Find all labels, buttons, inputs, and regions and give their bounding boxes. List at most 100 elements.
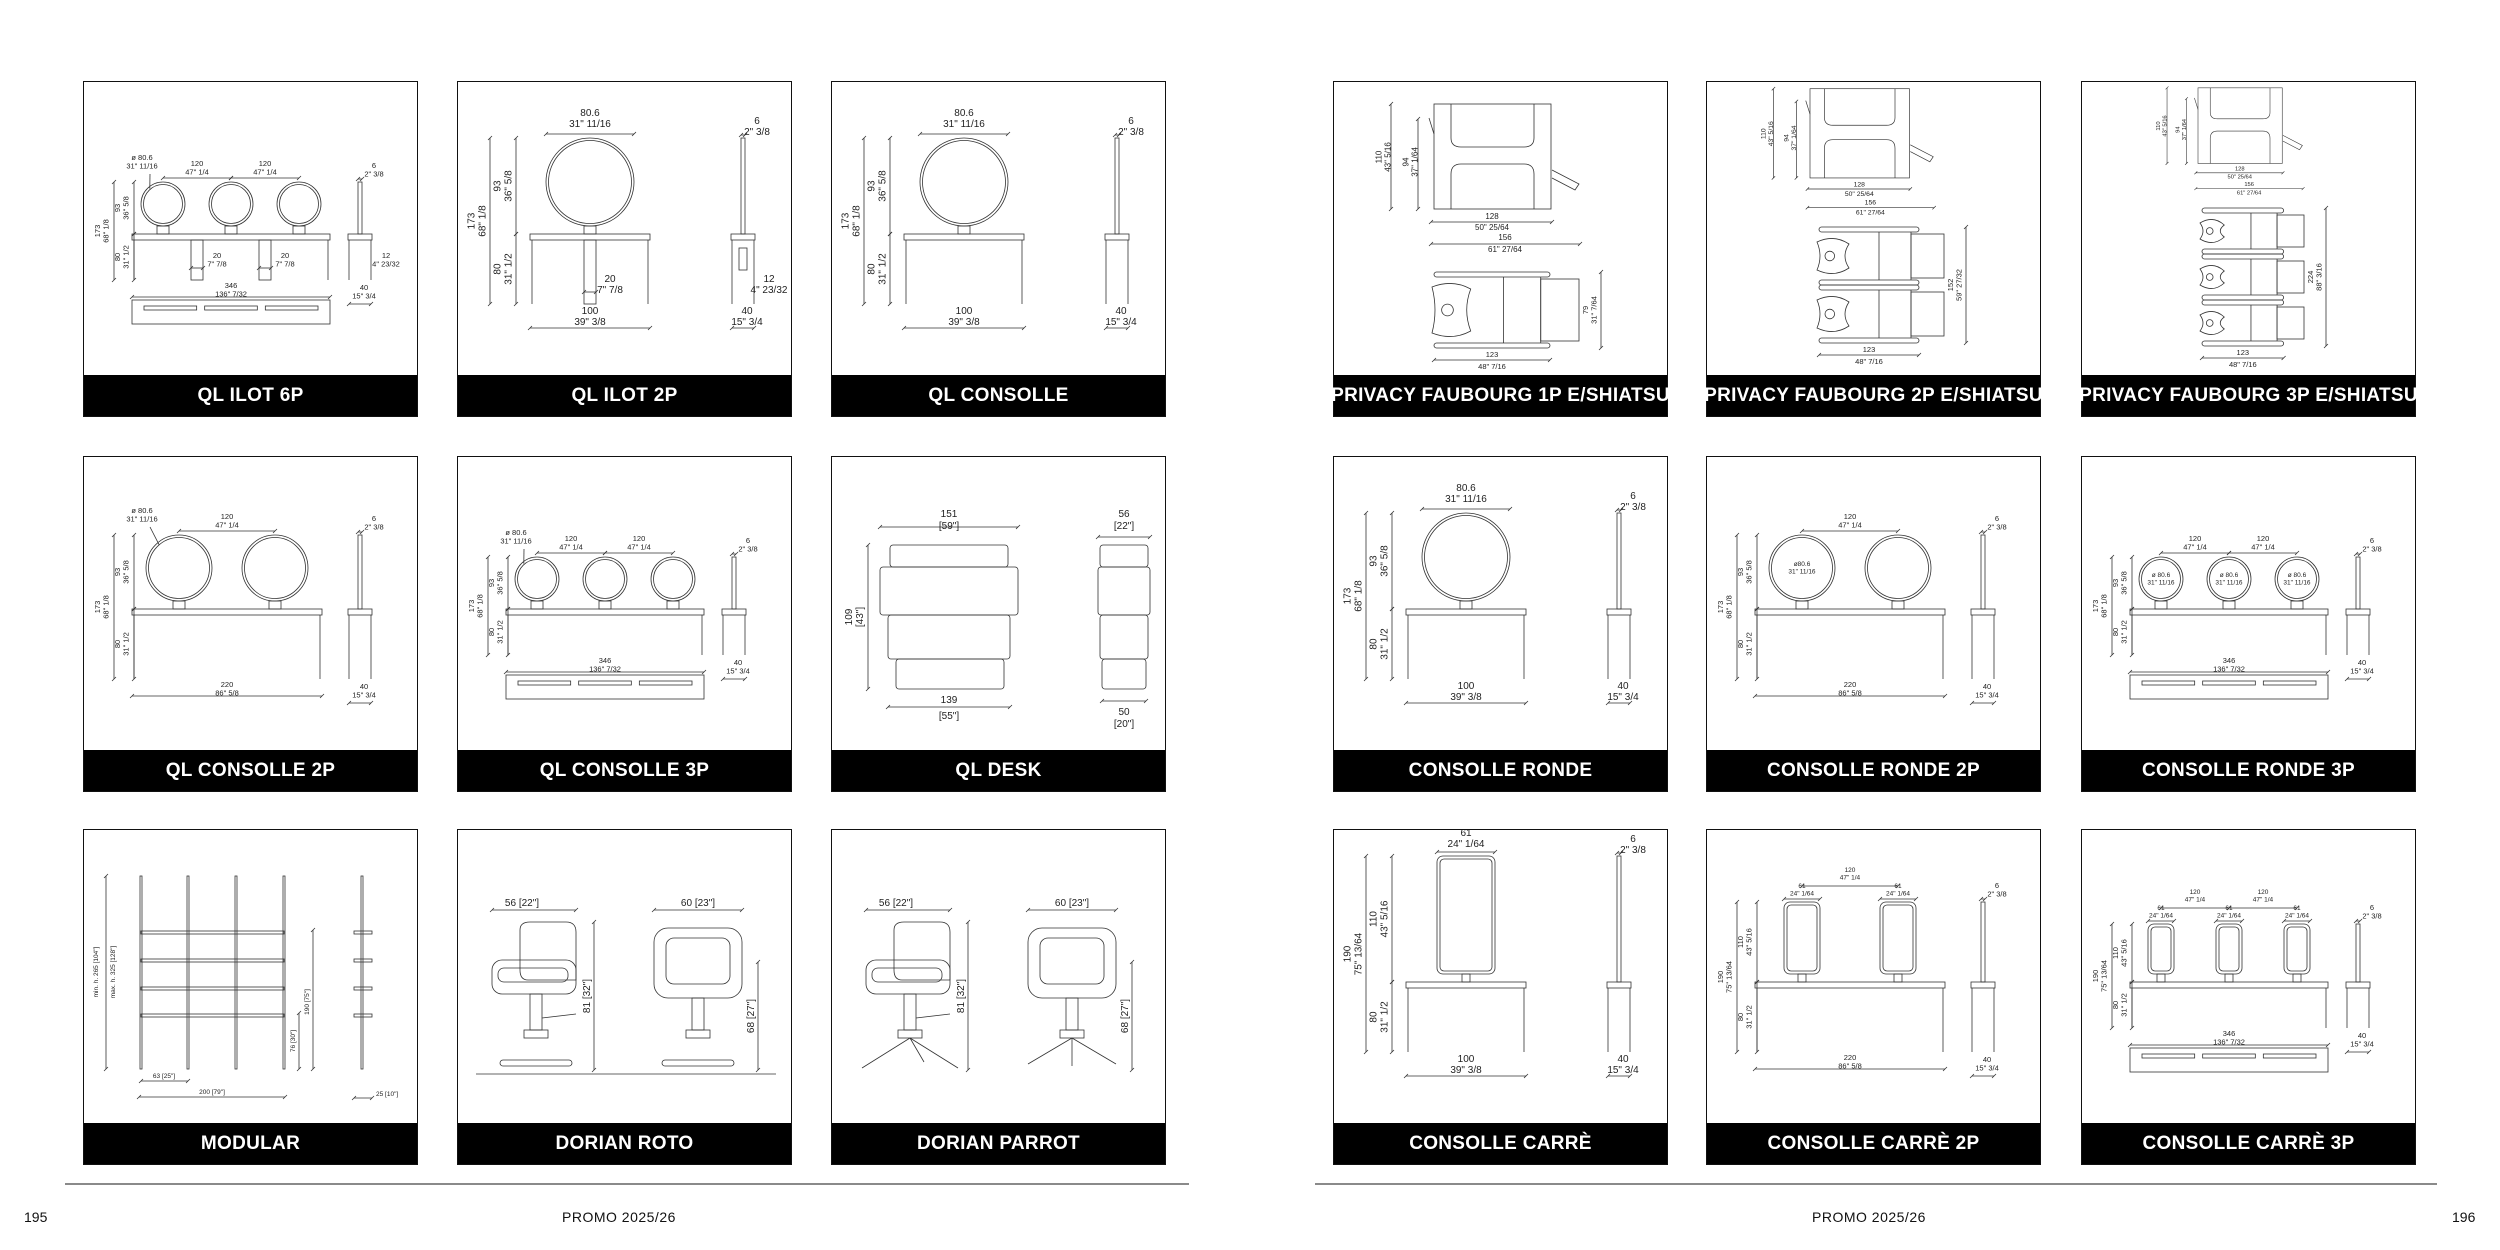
dimension-tick <box>1978 529 1984 535</box>
product-title: CONSOLLE RONDE 3P <box>2082 750 2415 791</box>
mirror-support <box>1459 600 1473 610</box>
dimension-label: 20 <box>281 251 289 260</box>
dimension-label: 68" 1/8 <box>2099 594 2108 618</box>
wash-basin <box>1431 283 1472 337</box>
side-table-top <box>721 608 747 616</box>
dimension-label: 36" 5/8 <box>495 571 504 595</box>
dimension-tick <box>2165 161 2169 166</box>
dimension-label: 15" 3/4 <box>352 691 376 700</box>
dimension-label: 123 <box>2237 348 2250 357</box>
dimension-tick <box>103 1066 109 1072</box>
side-mirror-post <box>1114 137 1120 235</box>
dimension-label: 31" 11/16 <box>126 515 157 524</box>
dimension-label: 61 <box>1460 830 1472 839</box>
dimension-tick <box>2129 979 2135 985</box>
dimension-label: 120 <box>221 512 234 521</box>
dimension-label: 200 [79"] <box>199 1089 225 1096</box>
mirror-support <box>1891 600 1905 610</box>
armrest <box>2201 340 2284 347</box>
mirror-support <box>1461 973 1471 983</box>
dimension-label: 39" 3/8 <box>948 317 980 328</box>
wash-basin <box>2199 311 2225 335</box>
dimension-tick <box>1991 700 1997 706</box>
dimension-label: 31" 1/2 <box>121 245 130 269</box>
dimension-tick <box>1007 704 1013 710</box>
dimension-tick <box>1363 676 1369 682</box>
product-card: min. h. 265 [104"]max. h. 325 [128"]190 … <box>83 829 418 1165</box>
dimension-label: 7" 7/8 <box>207 260 226 269</box>
side-mirror-post <box>1616 512 1622 610</box>
dimension-label: 40 <box>1617 1054 1629 1065</box>
dimension-tick <box>2301 186 2305 191</box>
mirror-rect <box>2215 923 2243 975</box>
dimension-label: [43"] <box>855 607 866 627</box>
dimension-label: 47" 1/4 <box>1840 875 1861 882</box>
page-number-right: 196 <box>2452 1209 2476 1225</box>
dimension-tick <box>1147 534 1153 540</box>
dimension-label: 24" 1/64 <box>1790 891 1814 898</box>
dimension-tick <box>1754 899 1760 905</box>
dimension-label: 120 <box>2190 889 2201 896</box>
mirror-support <box>666 600 680 610</box>
desk-base <box>895 658 1005 690</box>
dimension-label: 80 <box>1736 1013 1745 1021</box>
dimension-label: min. h. 265 [104"] <box>93 946 100 997</box>
dimension-tick <box>739 907 745 913</box>
dimension-tick <box>359 529 365 535</box>
dimension-tick <box>1614 507 1620 513</box>
dimension-tick <box>1428 241 1434 247</box>
dimension-label: 24" 1/64 <box>2149 913 2173 920</box>
dimension-label: 50" 25/64 <box>1845 191 1874 198</box>
mirror-support <box>2156 973 2166 983</box>
armrest <box>2201 294 2284 301</box>
chair-round-base <box>499 1059 573 1067</box>
dimension-tick <box>573 907 579 913</box>
dimension-tick <box>1734 676 1740 682</box>
product-title: QL CONSOLLE <box>832 375 1165 416</box>
dimension-label: 40 <box>360 283 368 292</box>
mirror-support <box>1797 973 1807 983</box>
dimension-label: 136" 7/32 <box>2213 1038 2245 1047</box>
dimension-tick <box>729 325 735 331</box>
dimension-label: 47" 1/4 <box>627 543 651 552</box>
mirror-frame <box>1867 537 1929 599</box>
side-table-top <box>2345 981 2371 989</box>
plinth-slot <box>2262 1053 2317 1059</box>
modular-post <box>186 875 190 1070</box>
chair-front-cylinder <box>691 997 705 1031</box>
dimension-label: 31" 11/16 <box>569 119 611 130</box>
dimension-label: 110 <box>1369 911 1380 927</box>
dimension-label: 88" 3/16 <box>2314 263 2323 291</box>
technical-drawing: 151[59"]109[43"]139[55"]56[22"]50[20"] <box>844 509 1153 730</box>
dimension-tick <box>1618 850 1624 856</box>
dimension-tick <box>1015 524 1021 530</box>
dimension-tick <box>1771 86 1776 91</box>
dimension-tick <box>1523 1073 1529 1079</box>
dimension-label: 80 <box>493 263 504 275</box>
dimension-tick <box>228 175 234 181</box>
dimension-label: 120 <box>2189 534 2202 543</box>
dimension-tick <box>1916 352 1922 358</box>
dimension-label: 139 <box>941 695 958 706</box>
mirror-support <box>268 600 282 610</box>
dimension-tick <box>2307 918 2313 924</box>
product-title: QL CONSOLLE 2P <box>84 750 417 791</box>
dimension-label: 4" 23/32 <box>372 260 400 269</box>
dimension-label: 31" 11/16 <box>943 119 985 130</box>
dimension-label: 190 <box>1716 971 1725 984</box>
dimension-label: 36" 5/8 <box>121 196 130 220</box>
dimension-label: 346 <box>2223 1029 2236 1038</box>
dimension-label: 40 <box>1983 1055 1991 1064</box>
mirror-support <box>1795 600 1809 610</box>
mirror-frame <box>1786 904 1818 972</box>
dimension-tick <box>2184 96 2189 101</box>
dimension-label: 80 <box>113 640 122 648</box>
dimension-tick <box>513 301 519 307</box>
dimension-tick <box>1549 219 1555 225</box>
dimension-label: 31" 1/2 <box>121 632 130 656</box>
modular-shelf <box>140 930 285 935</box>
